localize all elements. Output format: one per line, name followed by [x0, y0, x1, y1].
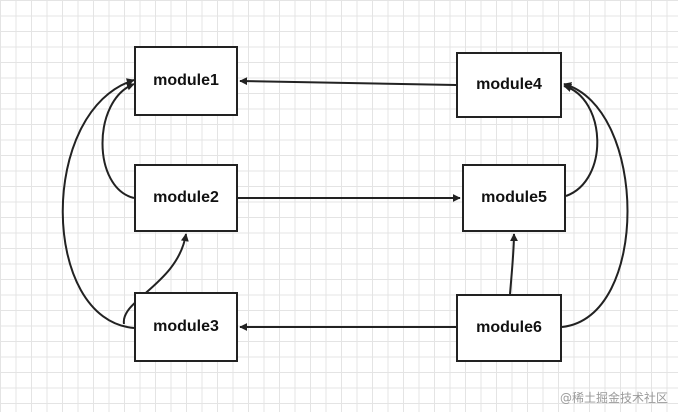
module3-label: module3 [153, 318, 219, 335]
edge-module6-to-module5 [509, 233, 518, 295]
module5-label: module5 [481, 189, 547, 206]
module4-label: module4 [476, 76, 542, 93]
edge-module4-to-module1 [239, 77, 457, 86]
watermark: @稀土掘金技术社区 [559, 391, 668, 405]
module3-node[interactable]: module3 [134, 292, 238, 362]
module6-label: module6 [476, 319, 542, 336]
edge-module5-to-module4 [563, 84, 599, 197]
module2-label: module2 [153, 189, 219, 206]
module1-node[interactable]: module1 [134, 46, 238, 116]
module2-node[interactable]: module2 [134, 164, 238, 232]
module1-label: module1 [153, 72, 219, 89]
module6-node[interactable]: module6 [456, 294, 562, 362]
edge-module6-to-module4 [561, 82, 629, 328]
module5-node[interactable]: module5 [462, 164, 566, 232]
edge-module3-to-module2 [122, 233, 189, 325]
edge-module2-to-module1 [101, 82, 135, 199]
edge-module3-to-module1 [61, 78, 135, 329]
module4-node[interactable]: module4 [456, 52, 562, 118]
